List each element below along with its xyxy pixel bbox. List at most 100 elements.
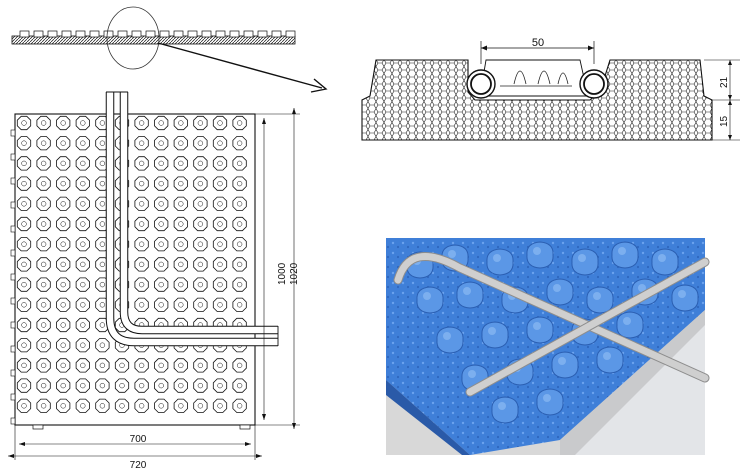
plan-stud-center bbox=[138, 382, 145, 389]
plan-stud-center bbox=[99, 180, 106, 187]
plan-stud bbox=[95, 398, 110, 413]
plan-stud bbox=[154, 358, 169, 373]
plan-stud bbox=[75, 176, 90, 191]
photo-pipe-lower bbox=[466, 258, 709, 396]
plan-stud bbox=[75, 358, 90, 373]
plan-stud bbox=[36, 196, 51, 211]
plan-stud bbox=[75, 156, 90, 171]
photo-stud bbox=[671, 284, 699, 312]
plan-stud-center bbox=[138, 403, 145, 409]
plan-stud bbox=[56, 176, 71, 191]
section-pipe-left bbox=[466, 69, 496, 99]
plan-stud-center bbox=[40, 403, 47, 409]
plan-stud bbox=[75, 115, 90, 131]
edge-notch bbox=[10, 201, 16, 209]
plan-stud bbox=[36, 136, 51, 151]
section-pipe-right bbox=[579, 69, 609, 99]
plan-stud-center bbox=[178, 120, 184, 126]
plan-stud-center bbox=[21, 382, 27, 389]
photo-stud-highlight bbox=[443, 332, 451, 340]
base-height-label: 15 bbox=[719, 115, 730, 127]
plan-stud-center bbox=[197, 382, 204, 389]
edge-notch bbox=[10, 249, 16, 257]
plan-stud-center bbox=[99, 281, 106, 288]
profile-knob bbox=[201, 30, 212, 38]
plan-stud bbox=[36, 297, 51, 312]
photo-stud-highlight bbox=[533, 247, 541, 255]
photo-board-edge bbox=[386, 380, 470, 455]
plan-stud bbox=[36, 156, 51, 171]
total-height-label: 21 bbox=[719, 76, 730, 88]
profile-knob bbox=[159, 30, 170, 38]
plan-stud-center bbox=[60, 403, 66, 409]
plan-stud bbox=[232, 136, 247, 151]
plan-stud-center bbox=[217, 120, 223, 126]
plan-stud-center bbox=[197, 241, 204, 247]
plan-stud-center bbox=[138, 261, 145, 268]
plan-stud bbox=[75, 136, 90, 151]
plan-stud-center bbox=[21, 281, 27, 288]
plan-stud bbox=[36, 237, 51, 252]
plan-stud bbox=[114, 358, 130, 373]
plan-stud bbox=[173, 156, 188, 171]
plan-stud bbox=[36, 317, 51, 333]
profile-knob bbox=[243, 30, 254, 38]
plan-stud bbox=[232, 297, 247, 312]
photo-stud-highlight bbox=[658, 254, 666, 262]
plan-stud-center bbox=[80, 221, 86, 227]
plan-stud-center bbox=[99, 382, 106, 389]
edge-notch bbox=[10, 345, 16, 353]
plan-stud bbox=[212, 257, 228, 272]
plan-stud bbox=[16, 196, 32, 211]
plan-stud bbox=[134, 378, 149, 393]
plan-studs bbox=[16, 115, 247, 413]
plan-stud-center bbox=[178, 302, 184, 308]
plan-stud-center bbox=[236, 160, 243, 167]
plan-stud-center bbox=[80, 241, 86, 247]
plan-stud bbox=[232, 358, 247, 373]
plan-stud-center bbox=[60, 302, 66, 308]
plan-stud-center bbox=[40, 180, 47, 187]
plan-stud bbox=[232, 115, 247, 131]
plan-stud-center bbox=[158, 281, 164, 288]
plan-stud-center bbox=[217, 281, 223, 288]
photo-stud bbox=[586, 286, 614, 314]
plan-stud bbox=[154, 176, 169, 191]
plan-stud bbox=[173, 196, 188, 211]
plan-stud-center bbox=[40, 241, 47, 247]
photo-stud-highlight bbox=[463, 287, 471, 295]
plan-stud bbox=[154, 378, 169, 393]
plan-stud-center bbox=[236, 140, 243, 146]
plan-stud bbox=[75, 297, 90, 312]
photo-floor bbox=[560, 310, 705, 455]
plan-stud bbox=[212, 297, 228, 312]
plan-stud-center bbox=[197, 120, 204, 126]
photo-stud bbox=[546, 278, 574, 306]
plan-stud bbox=[154, 216, 169, 232]
plan-stud-center bbox=[60, 241, 66, 247]
plan-stud-center bbox=[60, 180, 66, 187]
profile-knob bbox=[131, 30, 142, 38]
plan-stud bbox=[193, 115, 208, 131]
plan-stud bbox=[16, 297, 32, 312]
plan-stud-center bbox=[197, 302, 204, 308]
outer-height-label: 1020 bbox=[289, 262, 300, 285]
photo-stud-highlight bbox=[533, 322, 541, 330]
edge-notches bbox=[10, 129, 16, 425]
plan-stud bbox=[154, 115, 169, 131]
plan-stud bbox=[232, 196, 247, 211]
plan-stud bbox=[193, 277, 208, 292]
profile-knob bbox=[47, 30, 58, 38]
profile-knob bbox=[103, 30, 114, 38]
detail-arrow-head bbox=[310, 78, 328, 93]
plan-stud-center bbox=[138, 302, 145, 308]
plan-stud-center bbox=[197, 221, 204, 227]
plan-stud bbox=[56, 257, 71, 272]
plan-stud-center bbox=[60, 382, 66, 389]
plan-stud-center bbox=[80, 120, 86, 126]
inner-width-label: 700 bbox=[130, 434, 147, 445]
plan-stud bbox=[232, 257, 247, 272]
plan-stud bbox=[193, 136, 208, 151]
plan-stud bbox=[212, 277, 228, 292]
plan-stud bbox=[56, 237, 71, 252]
